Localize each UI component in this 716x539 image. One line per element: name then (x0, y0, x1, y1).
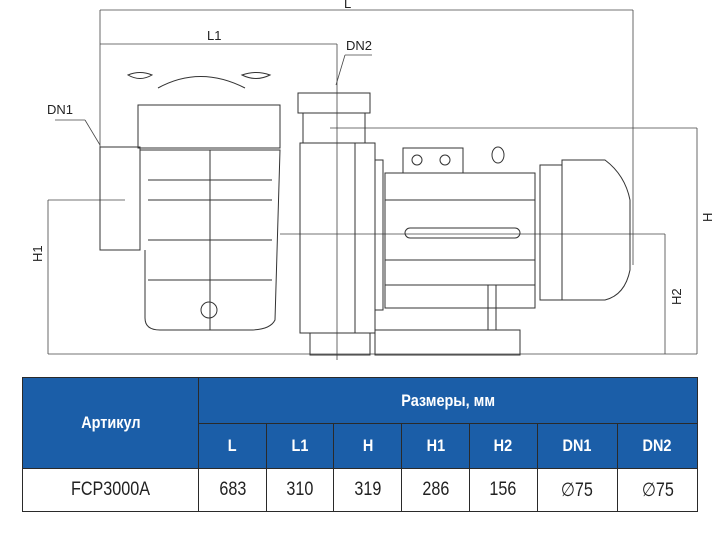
column-header: DN1 (536, 423, 618, 469)
label-DN1: DN1 (47, 102, 73, 117)
pump-dimension-drawing: L L1 DN2 DN1 H1 H H2 (30, 0, 715, 360)
column-header: L1 (265, 423, 335, 469)
label-H1: H1 (30, 245, 45, 262)
column-header: H (333, 423, 403, 469)
label-H: H (700, 213, 715, 222)
table-row: FCP3000A 683 310 319 286 156 ∅75 ∅75 (22, 468, 699, 512)
column-header: L (198, 423, 267, 469)
value-cell: 319 (333, 468, 403, 512)
pump-volute (297, 92, 384, 356)
label-L1: L1 (207, 28, 221, 43)
value-cell: ∅75 (536, 468, 618, 512)
label-DN2: DN2 (346, 38, 372, 53)
column-header: H1 (401, 423, 470, 469)
dimensions-table: Артикул Размеры, мм L L1 H H1 H2 DN1 DN2… (22, 377, 699, 512)
label-H2: H2 (669, 288, 684, 305)
value-cell: 286 (401, 468, 470, 512)
label-L: L (344, 0, 351, 11)
dimensions-header: Размеры, мм (198, 377, 698, 424)
article-header: Артикул (22, 377, 199, 469)
column-header: DN2 (616, 423, 699, 469)
dimension-lines (47, 9, 698, 360)
value-cell: 156 (468, 468, 538, 512)
value-cell: 683 (198, 468, 267, 512)
dimension-labels: L L1 DN2 DN1 H1 H H2 (30, 0, 715, 305)
motor (374, 146, 631, 356)
column-header: H2 (468, 423, 538, 469)
strainer-housing (99, 72, 281, 331)
value-cell: ∅75 (616, 468, 699, 512)
article-cell: FCP3000A (22, 468, 199, 512)
value-cell: 310 (265, 468, 335, 512)
